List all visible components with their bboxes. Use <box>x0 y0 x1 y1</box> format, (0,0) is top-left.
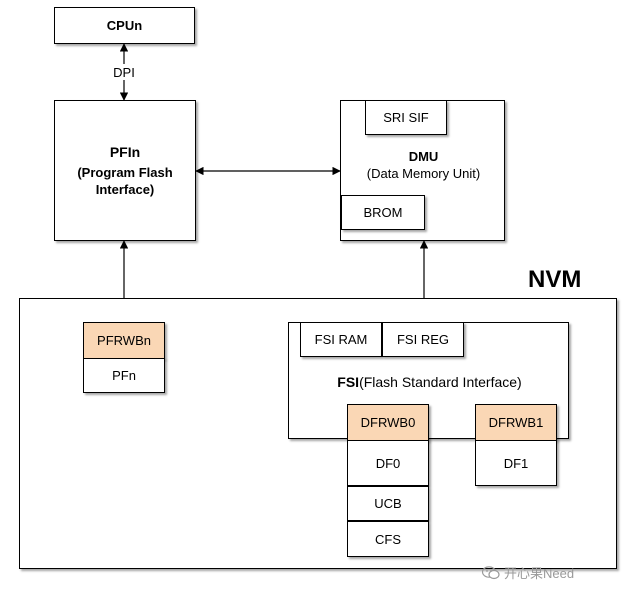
watermark: 开心果Need <box>482 563 574 582</box>
pfi-block: PFIn (Program Flash Interface) <box>54 100 196 241</box>
brom-label: BROM <box>363 205 403 220</box>
fsi-ram-label: FSI RAM <box>314 332 368 347</box>
pfi-subtitle: (Program Flash Interface) <box>77 164 173 197</box>
fsi-reg-label: FSI REG <box>396 332 449 347</box>
pf-bank-label: PFn <box>112 368 136 383</box>
dfrwb0-label: DFRWB0 <box>360 415 416 430</box>
dmu-subtitle: (Data Memory Unit) <box>366 166 481 181</box>
sri-sif-block: SRI SIF <box>365 100 447 135</box>
pfrwb-block: PFRWBn <box>83 322 165 359</box>
brom-block: BROM <box>341 195 425 230</box>
dmu-block: SRI SIF DMU (Data Memory Unit) BROM <box>340 100 505 241</box>
wechat-icon <box>482 565 500 579</box>
nvm-title: NVM <box>528 266 582 293</box>
df1-bank-label: DF1 <box>503 455 529 471</box>
dfrwb0-block: DFRWB0 <box>347 404 429 441</box>
fsi-reg-block: FSI REG <box>382 322 464 357</box>
ucb-block: UCB <box>347 486 429 521</box>
fsi-title: FSI(Flash Standard Interface) <box>289 374 570 390</box>
df0-bank-label: DF0 <box>375 455 401 471</box>
dmu-title: DMU <box>408 149 439 164</box>
cfs-label: CFS <box>375 531 401 547</box>
pf-bank-block: PFn <box>83 358 165 393</box>
pfi-title: PFIn <box>109 143 141 160</box>
cfs-block: CFS <box>347 521 429 557</box>
dfrwb1-block: DFRWB1 <box>475 404 557 441</box>
dmu-title-group: DMU (Data Memory Unit) <box>341 149 506 181</box>
ucb-label: UCB <box>374 496 402 511</box>
sri-sif-label: SRI SIF <box>383 110 429 125</box>
fsi-ram-block: FSI RAM <box>300 322 382 357</box>
cpu-block: CPUn <box>54 7 195 44</box>
watermark-text: 开心果Need <box>504 566 575 581</box>
cpu-label: CPUn <box>106 18 143 33</box>
dfrwb1-label: DFRWB1 <box>488 415 544 430</box>
df0-bank-block: DF0 <box>347 440 429 486</box>
pfrwb-label: PFRWBn <box>97 333 151 348</box>
fsi-title-bold: FSI <box>337 374 360 390</box>
df1-bank-block: DF1 <box>475 440 557 486</box>
dpi-label: DPI <box>108 64 140 80</box>
fsi-title-rest: (Flash Standard Interface) <box>359 374 522 390</box>
